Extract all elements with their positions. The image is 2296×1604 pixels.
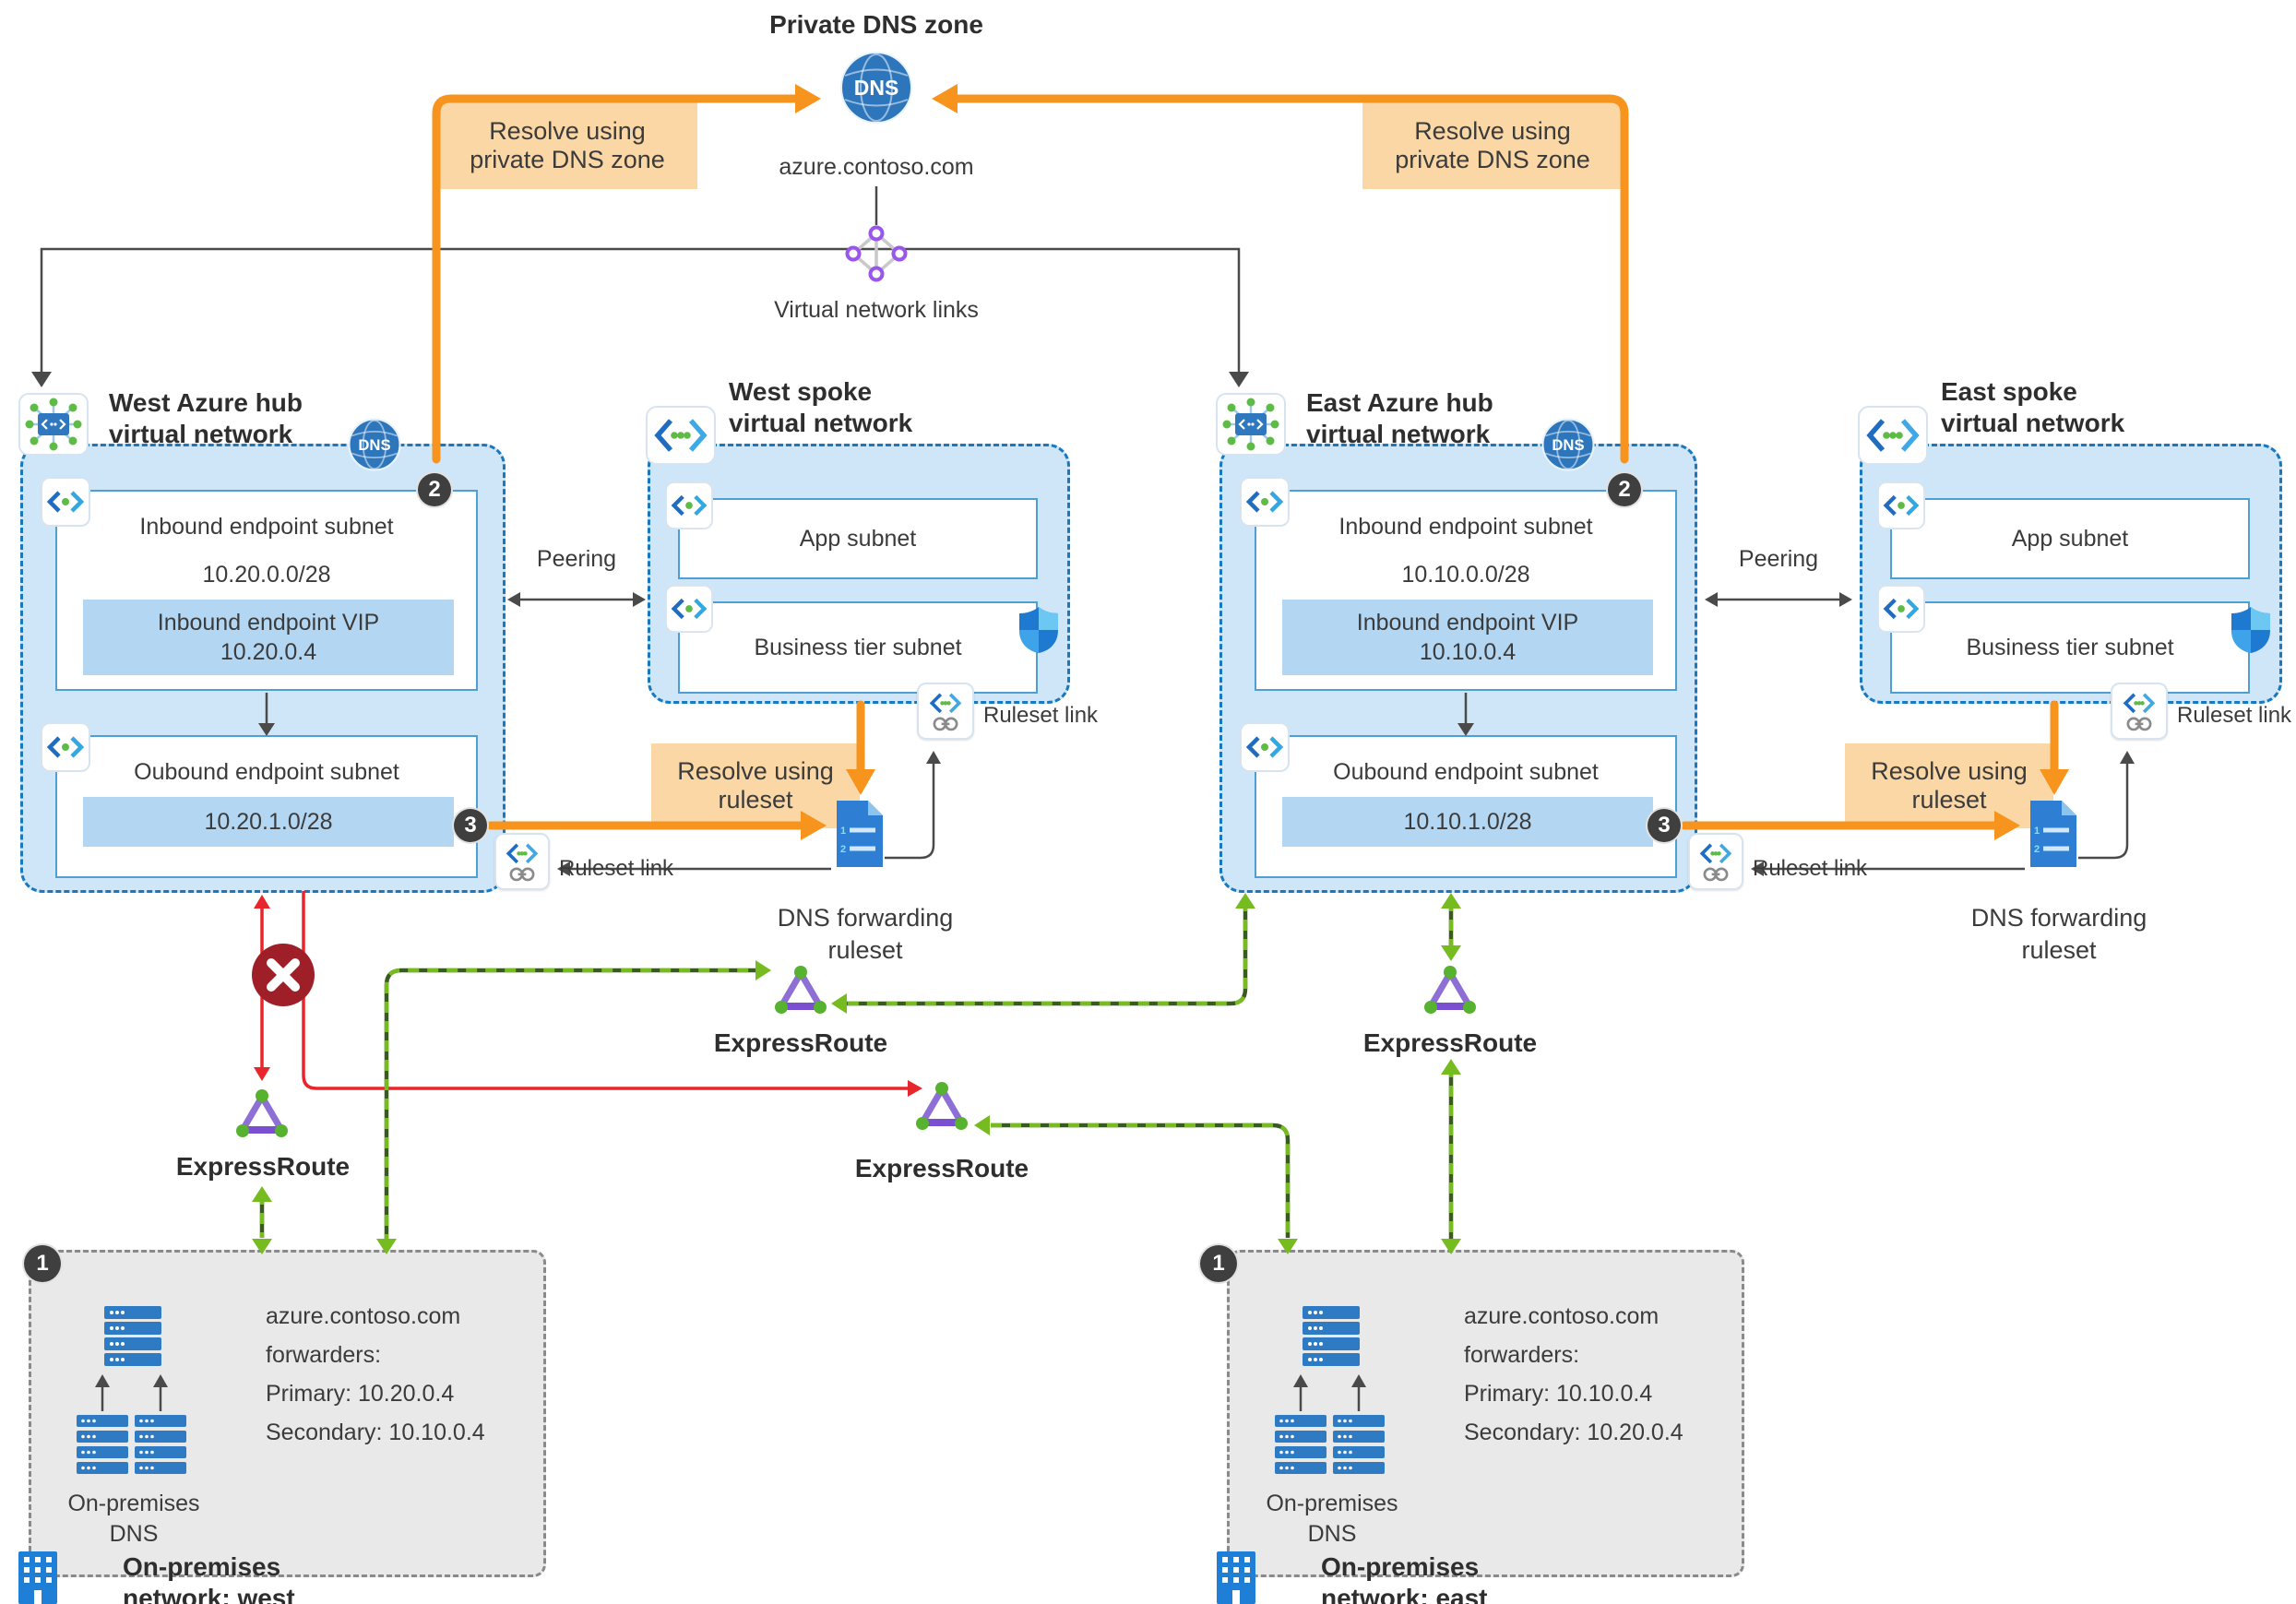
private-dns-zone-title: Private DNS zone (769, 10, 983, 39)
east-outbound-subnet-icon (1240, 722, 1290, 772)
east-hub-vnet-icon (1216, 393, 1286, 456)
west-inbound-vip: Inbound endpoint VIP 10.20.0.4 (83, 600, 454, 675)
west-outbound-subnet-icon (41, 722, 90, 772)
expressroute-west-icon (235, 1088, 289, 1138)
dns-globe-icon: DNS (839, 51, 913, 125)
step3-badge-east: 3 (1646, 807, 1683, 844)
expressroute-mid-west-icon (774, 965, 827, 1015)
step2-badge-east: 2 (1606, 471, 1643, 508)
east-spoke-ruleset-link-icon (2111, 683, 2168, 740)
svg-text:DNS: DNS (358, 436, 390, 454)
east-spoke-vnet-icon (1858, 406, 1928, 465)
east-onprem-dns-label: On-premises DNS (1266, 1491, 1398, 1547)
west-onprem-dns-rack-left-icon (77, 1415, 128, 1474)
blocked-icon (251, 943, 315, 1007)
east-onprem-building-icon (1217, 1551, 1255, 1604)
svg-text:DNS: DNS (854, 76, 899, 100)
expressroute-mid-east-label: ExpressRoute (854, 1154, 1029, 1182)
west-inbound-subnet-box: Inbound endpoint subnet 10.20.0.0/28 Inb… (55, 490, 478, 691)
svg-text:2: 2 (2034, 844, 2040, 855)
east-inbound-cidr: 10.10.0.0/28 (1401, 562, 1530, 588)
east-hub-ruleset-link-icon (1688, 833, 1743, 890)
west-onprem-dns-rack-right-icon (135, 1415, 186, 1474)
west-inbound-title: Inbound endpoint subnet (139, 514, 394, 540)
west-dns-forwarding-ruleset-icon: 1 2 (835, 799, 885, 869)
east-inbound-subnet-icon (1240, 477, 1290, 527)
west-app-subnet-box: App subnet (678, 498, 1038, 579)
east-dns-forwarding-ruleset-icon: 1 2 (2028, 799, 2078, 869)
vnet-links-icon (844, 224, 909, 283)
east-outbound-cidr: 10.10.1.0/28 (1282, 797, 1653, 847)
west-onprem-network-label: On-premises network: west (123, 1552, 295, 1604)
expressroute-mid-east-icon (915, 1081, 969, 1131)
west-onprem-dns-label: On-premises DNS (67, 1491, 200, 1547)
resolve-ruleset-callout-east: Resolve using ruleset (1845, 743, 2053, 828)
peering-label-west: Peering (536, 546, 617, 572)
west-dns-forwarding-ruleset-label: DNS forwarding ruleset (777, 904, 954, 965)
svg-text:DNS: DNS (1552, 436, 1584, 454)
east-spoke-title: East spoke virtual network (1941, 377, 2125, 438)
west-business-shield-icon (1017, 605, 1060, 655)
resolve-ruleset-callout-west: Resolve using ruleset (651, 743, 860, 828)
west-hub-title: West Azure hub virtual network (109, 388, 303, 449)
expressroute-mid-west-label: ExpressRoute (713, 1028, 888, 1057)
west-inbound-subnet-icon (41, 477, 90, 527)
expressroute-east-icon (1423, 965, 1477, 1015)
peering-label-east: Peering (1738, 546, 1819, 572)
west-onprem-dns-primary-rack-icon (104, 1306, 161, 1367)
resolve-private-dns-callout-east: Resolve using private DNS zone (1362, 101, 1623, 189)
east-onprem-dns-rack-right-icon (1333, 1415, 1385, 1474)
east-hub-dns-badge-icon: DNS (1541, 418, 1595, 471)
expressroute-east-label: ExpressRoute (1362, 1028, 1538, 1057)
west-spoke-ruleset-link-label: Ruleset link (983, 703, 1099, 728)
vnet-links-label: Virtual network links (774, 297, 979, 323)
resolve-private-dns-callout-west: Resolve using private DNS zone (437, 101, 697, 189)
onprem-east-box (1227, 1250, 1744, 1577)
step3-badge-west: 3 (452, 807, 489, 844)
west-outbound-subnet-box: Oubound endpoint subnet 10.20.1.0/28 (55, 735, 478, 878)
onprem-west-box (29, 1250, 546, 1577)
east-dns-forwarding-ruleset-label: DNS forwarding ruleset (1970, 904, 2147, 965)
east-inbound-subnet-box: Inbound endpoint subnet 10.10.0.0/28 Inb… (1255, 490, 1677, 691)
east-business-shield-icon (2230, 605, 2272, 655)
step1-badge-west: 1 (22, 1243, 63, 1284)
west-app-subnet-icon (665, 481, 713, 529)
east-app-subnet-icon (1877, 481, 1925, 529)
west-onprem-forwarders: azure.contoso.com forwarders: Primary: 1… (266, 1303, 485, 1445)
east-onprem-forwarders: azure.contoso.com forwarders: Primary: 1… (1464, 1303, 1683, 1445)
svg-text:2: 2 (840, 844, 846, 855)
expressroute-west-label: ExpressRoute (175, 1152, 351, 1181)
west-spoke-title: West spoke virtual network (729, 377, 913, 438)
east-onprem-network-label: On-premises network: east (1321, 1552, 1488, 1604)
west-hub-ruleset-link-label: Ruleset link (559, 856, 674, 881)
west-hub-ruleset-link-icon (494, 833, 550, 890)
east-outbound-title: Oubound endpoint subnet (1333, 759, 1599, 785)
west-outbound-cidr: 10.20.1.0/28 (83, 797, 454, 847)
east-inbound-vip: Inbound endpoint VIP 10.10.0.4 (1282, 600, 1653, 675)
east-spoke-ruleset-link-label: Ruleset link (2177, 703, 2292, 728)
west-hub-vnet-icon (18, 393, 89, 456)
step1-badge-east: 1 (1198, 1243, 1239, 1284)
east-onprem-dns-rack-left-icon (1275, 1415, 1326, 1474)
west-business-subnet-icon (665, 585, 713, 633)
east-hub-ruleset-link-label: Ruleset link (1753, 856, 1868, 881)
west-inbound-cidr: 10.20.0.0/28 (202, 562, 331, 588)
east-onprem-dns-primary-rack-icon (1303, 1306, 1360, 1367)
dns-zone-name: azure.contoso.com (779, 154, 974, 180)
west-spoke-vnet-icon (646, 406, 716, 465)
svg-text:1: 1 (2034, 826, 2040, 837)
east-app-subnet-box: App subnet (1890, 498, 2250, 579)
east-hub-title: East Azure hub virtual network (1306, 388, 1493, 449)
west-outbound-title: Oubound endpoint subnet (134, 759, 399, 785)
step2-badge-west: 2 (416, 471, 453, 508)
east-business-subnet-box: Business tier subnet (1890, 601, 2250, 694)
west-hub-dns-badge-icon: DNS (348, 418, 401, 471)
east-outbound-subnet-box: Oubound endpoint subnet 10.10.1.0/28 (1255, 735, 1677, 878)
svg-text:1: 1 (840, 826, 846, 837)
west-spoke-ruleset-link-icon (917, 683, 974, 740)
east-business-subnet-icon (1877, 585, 1925, 633)
east-inbound-title: Inbound endpoint subnet (1338, 514, 1593, 540)
west-business-subnet-box: Business tier subnet (678, 601, 1038, 694)
west-onprem-building-icon (18, 1551, 57, 1604)
